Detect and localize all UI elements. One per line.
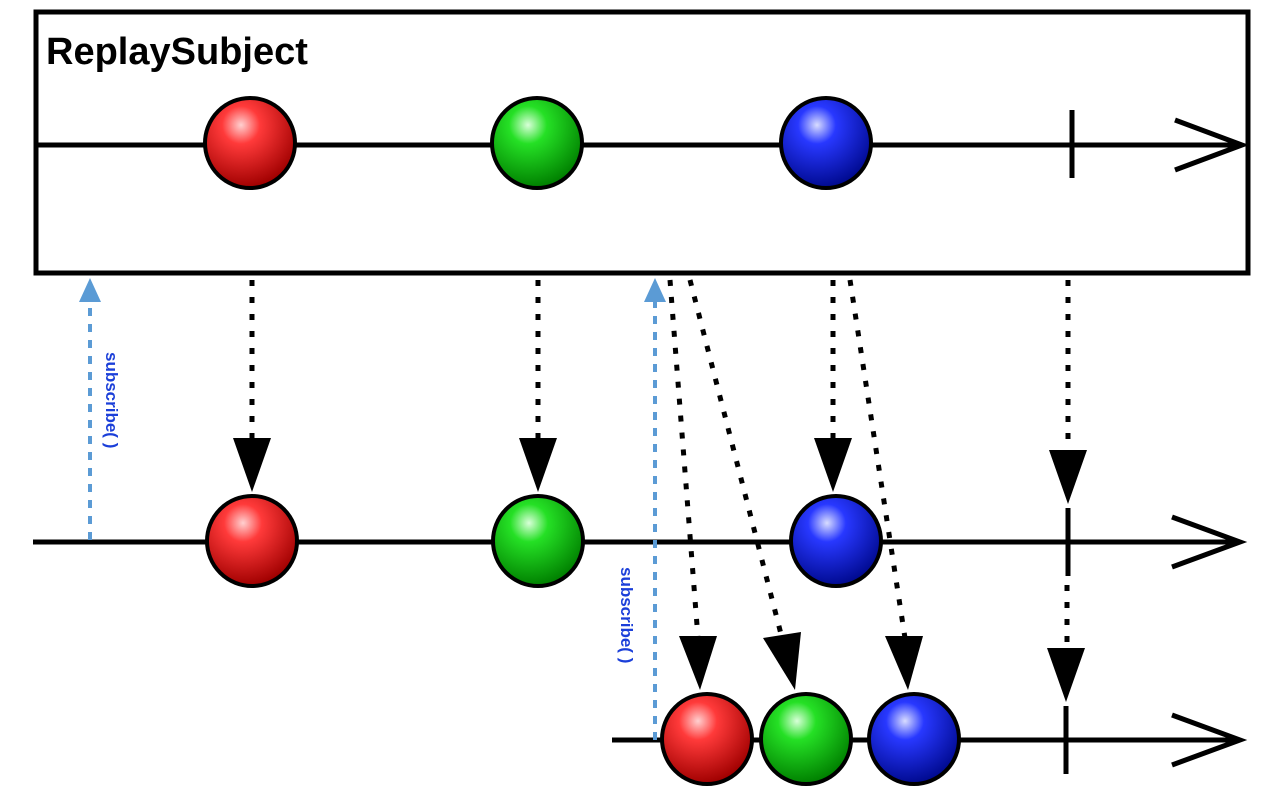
subscribe-label-2: subscribe( ) bbox=[617, 567, 636, 663]
emission-arrowheads-subscriber-2 bbox=[679, 632, 1085, 702]
subscribe-arrow-1 bbox=[79, 278, 101, 540]
subscriber-2-green-marble bbox=[759, 692, 853, 786]
source-red-marble bbox=[203, 96, 297, 190]
subscriber-1-green-marble bbox=[491, 494, 585, 588]
source-green-marble bbox=[490, 96, 584, 190]
subscribe-arrow-2 bbox=[644, 278, 666, 740]
emission-arrows-subscriber-1 bbox=[249, 280, 1071, 450]
emission-arrows-subscriber-2 bbox=[667, 279, 1070, 648]
emission-arrowheads-subscriber-1 bbox=[233, 438, 1087, 504]
subscribe-label-1: subscribe( ) bbox=[102, 352, 121, 448]
subscriber-2-blue-marble bbox=[867, 692, 961, 786]
source-blue-marble bbox=[779, 96, 873, 190]
diagram-title: ReplaySubject bbox=[46, 31, 308, 73]
subscriber-1-blue-marble bbox=[789, 494, 883, 588]
subscriber-2-timeline bbox=[612, 692, 1248, 786]
subscriber-2-red-marble bbox=[660, 692, 754, 786]
subscriber-1-red-marble bbox=[205, 494, 299, 588]
source-timeline bbox=[36, 96, 1250, 190]
subscriber-1-timeline bbox=[33, 494, 1248, 588]
